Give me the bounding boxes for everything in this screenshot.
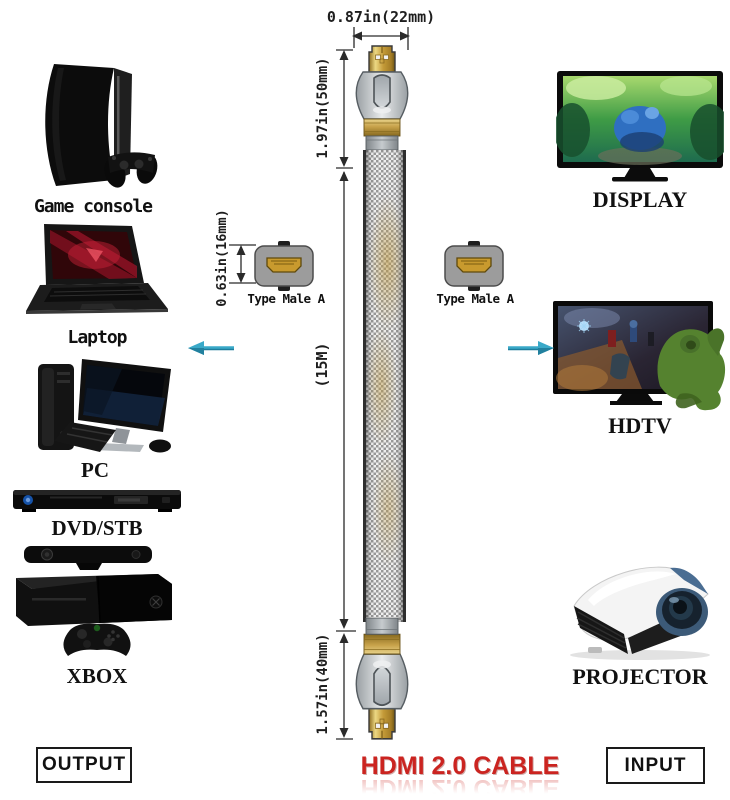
device-pc: PC <box>12 358 178 483</box>
device-label-dvd-stb: DVD/STB <box>51 516 143 540</box>
input-label: INPUT <box>624 754 687 776</box>
device-projector: PROJECTOR <box>558 550 722 690</box>
output-label: OUTPUT <box>41 754 127 775</box>
device-dvd-stb: DVD/STB <box>12 487 182 541</box>
device-label-projector: PROJECTOR <box>572 664 708 689</box>
connector-type-label-right: Type Male A <box>436 291 514 306</box>
output-box: OUTPUT <box>36 747 132 783</box>
dim-bottom-connector-length: 1.57in(40mm) <box>315 633 331 734</box>
device-display: DISPLAY <box>556 70 724 213</box>
dim-plug-width: 0.87in(22mm) <box>327 8 435 26</box>
device-hdtv: HDTV <box>552 300 728 439</box>
product-title-text: HDMI 2.0 CABLE <box>360 752 560 780</box>
device-label-display: DISPLAY <box>592 187 688 212</box>
arrow-left-icon <box>188 341 234 355</box>
device-label-pc: PC <box>81 458 109 482</box>
hdmi-port-face-right-icon <box>444 241 504 291</box>
product-title-reflection: HDMI 2.0 CABLE <box>360 774 560 800</box>
product-title: HDMI 2.0 CABLE HDMI 2.0 CABLE <box>348 754 572 800</box>
dimension-arrowheads <box>236 31 410 738</box>
dvd-player-icon <box>13 490 181 512</box>
projector-icon <box>570 566 710 660</box>
hdtv-icon <box>553 301 726 411</box>
pc-icon <box>38 359 171 453</box>
xbox-icon <box>16 546 172 656</box>
device-label-laptop: Laptop <box>67 327 127 348</box>
input-box: INPUT <box>606 747 705 784</box>
game-console-icon <box>45 64 158 188</box>
hdmi-port-face-left-icon <box>254 241 314 291</box>
dim-cable-length: (15M) <box>313 342 331 387</box>
dim-top-connector-length: 1.97in(50mm) <box>315 57 331 158</box>
connector-type-label-left: Type Male A <box>247 291 325 306</box>
device-xbox: XBOX <box>10 540 184 689</box>
device-label-hdtv: HDTV <box>608 413 672 438</box>
device-label-game-console: Game console <box>33 196 153 217</box>
dim-connector-height: 0.63in(16mm) <box>214 209 230 307</box>
device-game-console: Game console <box>18 60 168 217</box>
cable-braid <box>363 150 406 622</box>
laptop-icon <box>26 224 168 314</box>
device-laptop: Laptop <box>16 221 178 348</box>
dimension-lines <box>229 27 409 740</box>
display-tv-icon <box>556 71 724 182</box>
device-label-xbox: XBOX <box>66 664 128 688</box>
hdmi-connector-top <box>355 45 409 150</box>
arrow-right-icon <box>508 341 554 355</box>
hdmi-connector-bottom <box>355 618 409 740</box>
